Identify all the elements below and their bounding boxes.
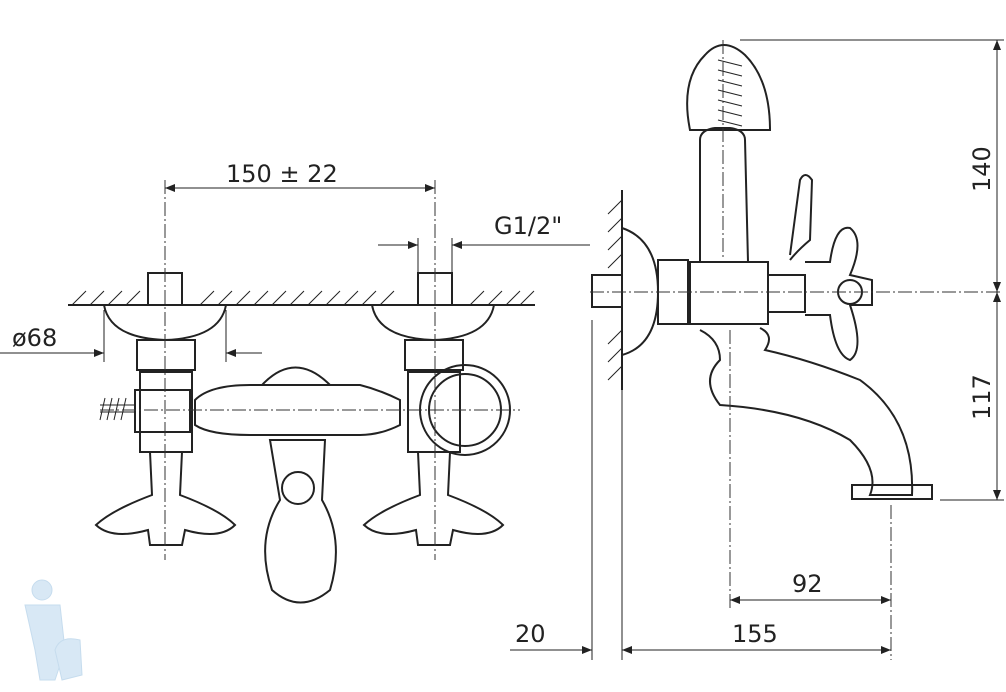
dim-flange-diameter: ø68: [12, 324, 57, 352]
side-view: [510, 39, 1004, 660]
front-view: [0, 180, 590, 604]
dim-thread: G1/2": [494, 212, 562, 240]
plumber-watermark-logo: [24, 579, 83, 681]
dim-height-top: 140: [968, 146, 996, 192]
wall-hatch: [71, 290, 535, 306]
dim-spout-reach: 155: [732, 620, 778, 648]
dim-wall-gap: 20: [515, 620, 546, 648]
dim-spout-offset: 92: [792, 570, 823, 598]
dim-height-bottom: 117: [968, 374, 996, 420]
dim-center-distance: 150 ± 22: [226, 160, 338, 188]
